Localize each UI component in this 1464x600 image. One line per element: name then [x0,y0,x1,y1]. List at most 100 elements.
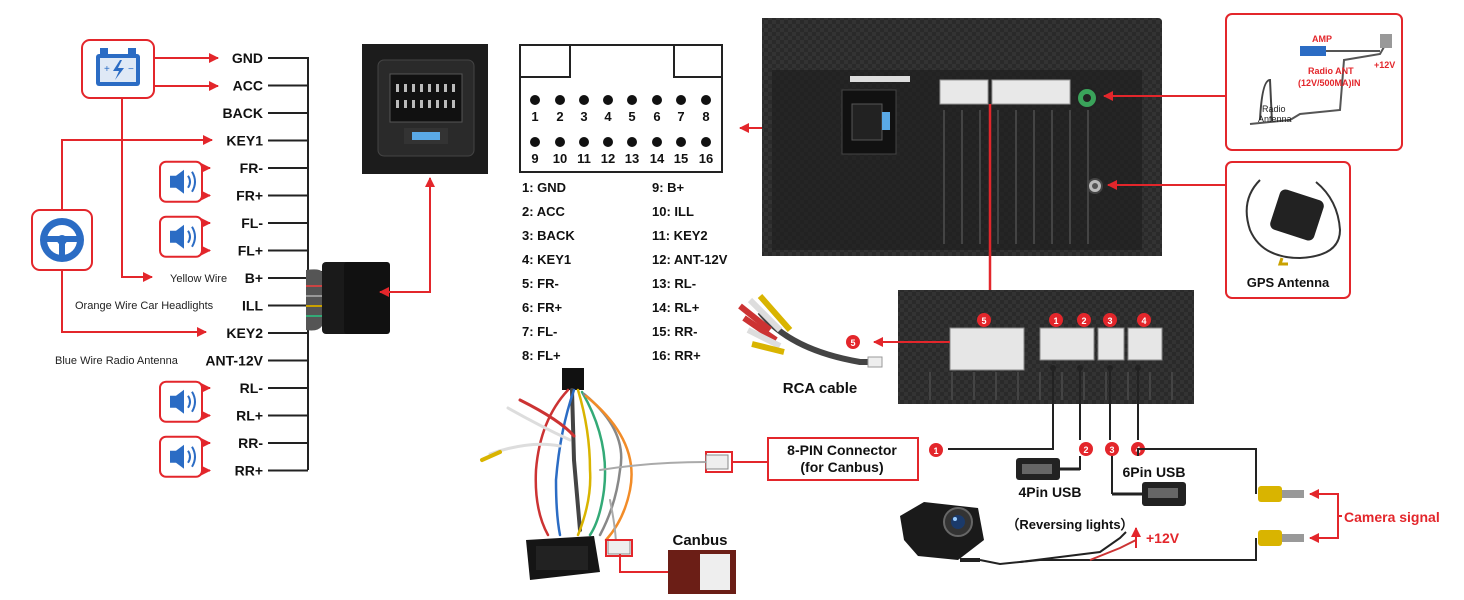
pin-number-bottom: 10 [553,151,567,166]
speaker-icon [159,380,211,423]
battery-to-bplus [121,98,153,282]
pin-number-top: 3 [580,109,587,124]
pin-number-bottom: 13 [625,151,639,166]
harness-plug [306,262,390,334]
usb6-label: 6Pin USB [1122,464,1185,480]
pin-label: KEY2 [226,325,263,341]
svg-text:−: − [128,64,134,75]
pin-label: FL- [241,215,263,231]
canbus-connector-line1: 8-PIN Connector [787,442,897,458]
reversing-camera [900,502,984,562]
speaker-icon [159,215,211,258]
pin-table-entry: 9: B+ [652,180,685,195]
gps-label: GPS Antenna [1247,275,1330,290]
pin-label: FR+ [236,188,263,204]
pin-number-top: 5 [628,109,635,124]
port1-leader [948,368,1054,450]
canbus-connector-line2: (for Canbus) [800,459,883,475]
pin-number-top: 2 [556,109,563,124]
rca-yellow-top [1258,486,1304,502]
connector-photo [362,44,488,174]
pin-table-entry: 6: FR+ [522,300,563,315]
amp-12v-label: +12V [1374,60,1395,70]
radio-ant-label-2: (12V/500MA)IN [1298,78,1361,88]
speaker-icon [159,435,211,478]
canbus-link [619,554,668,573]
pin-table-entry: 8: FL+ [522,348,561,363]
rca-yellow-bottom [1258,530,1304,546]
pin-label: B+ [245,270,263,286]
pin-label: GND [232,50,263,66]
pin-number-top: 6 [653,109,660,124]
reversing-power-cable [1019,531,1127,563]
pin-table-entry: 13: RL- [652,276,696,291]
pin-label: RL- [240,380,264,396]
pin-table-entry: 12: ANT-12V [652,252,728,267]
speaker-icon [159,160,211,203]
blue-wire-note: Blue Wire Radio Antenna [55,355,179,367]
canbus-plug-highlight-2 [605,539,633,557]
pin-table-entry: 10: ILL [652,204,694,219]
pin-table-entry: 2: ACC [522,204,565,219]
pin-label: ANT-12V [205,353,263,369]
pin-table-entry: 5: FR- [522,276,559,291]
steering-wheel-icon [31,209,93,271]
pin-table-entry: 7: FL- [522,324,557,339]
badge-2-usb: 2 [1083,445,1088,455]
speaker-icons [159,160,211,478]
pin-label: RR- [238,435,263,451]
rca-cable-label: RCA cable [783,380,857,397]
reversing-label: （Reversing lights） [1006,517,1133,532]
wheel-to-key2 [61,270,207,337]
gps-antenna-box [1225,161,1351,299]
pin-number-top: 4 [604,109,612,124]
canbus-connector-box [767,437,919,481]
radio-antenna-box [1225,13,1403,151]
camera-to-rca-cable [979,538,1257,566]
canbus-label: Canbus [672,532,727,549]
pin-table-entry: 1: GND [522,180,566,195]
pin-label: RR+ [235,463,263,479]
battery-icon: + − [81,39,155,99]
pin-table-entry: 14: RL+ [652,300,700,315]
badge-3-usb: 3 [1109,445,1114,455]
usb6-plug [1111,456,1186,506]
pin-number-top: 1 [531,109,538,124]
pin-number-top: 8 [702,109,709,124]
amp-label: AMP [1312,34,1332,44]
pin-label: FL+ [238,243,263,259]
camera-signal-arrows [1312,493,1339,539]
reversing-power-cable-red [1089,539,1137,561]
head-unit [762,18,1162,256]
radio-ant-label-1: Radio ANT [1308,66,1354,76]
pin-number-bottom: 9 [531,151,538,166]
svg-text:+: + [104,64,110,75]
port-badge: 5 [981,316,986,326]
pin-label: ILL [242,298,263,314]
pin-number-bottom: 11 [577,151,591,166]
pin-table-entry: 11: KEY2 [652,228,708,243]
pin-table-entry: 16: RR+ [652,348,701,363]
port-closeup [898,290,1194,404]
pin-list: GNDACCBACKKEY1FR-FR+FL-FL+B+ILLKEY2ANT-1… [205,50,308,479]
wheel-to-key1 [61,135,213,210]
pin-number-bottom: 12 [601,151,615,166]
harness-image [480,368,729,580]
usb4-label: 4Pin USB [1018,484,1081,500]
pin-label: KEY1 [226,133,263,149]
plug-to-photo-arrow [382,177,435,293]
radio-antenna-label-1: Radio [1262,104,1286,114]
plus12v-label: +12V [1146,530,1180,546]
pin-table-entry: 15: RR- [652,324,698,339]
pin-label: FR- [240,160,264,176]
pin-number-bottom: 16 [699,151,713,166]
pin-number-bottom: 15 [674,151,688,166]
pin-label: ACC [233,78,263,94]
orange-wire-note: Orange Wire Car Headlights [75,300,214,312]
camera-signal-label: Camera signal [1344,509,1440,525]
port-badge: 2 [1081,316,1086,326]
